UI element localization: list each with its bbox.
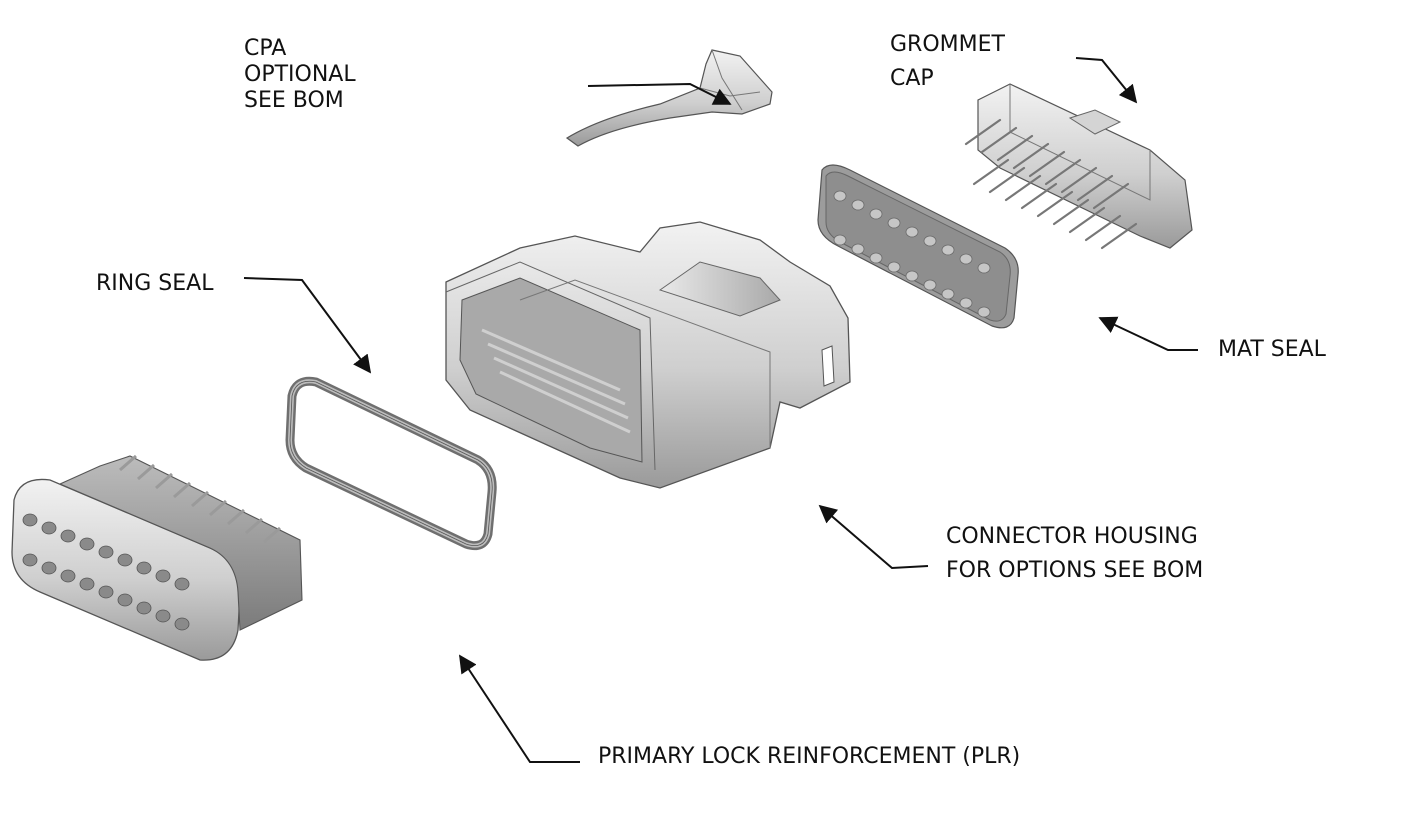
cpa-leader-arrow [587, 82, 732, 105]
grommet-pin [1036, 190, 1074, 218]
mat-seal-hole [851, 199, 865, 211]
plr-cavity [22, 513, 38, 527]
mat-seal-hole [887, 261, 901, 273]
grommet-pin [1004, 174, 1042, 202]
mat-seal-hole [833, 234, 847, 246]
mat-seal-leader-arrow [1098, 316, 1198, 351]
cpa-label-line2: OPTIONAL [244, 62, 356, 87]
mat-seal-hole [923, 279, 937, 291]
plr-leader-arrow [459, 654, 580, 763]
cpa-label-line3: SEE BOM [244, 88, 344, 113]
grommet-cap-leader-arrow [1075, 57, 1138, 104]
grommet-pin [1076, 174, 1114, 202]
mat-seal-hole [905, 226, 919, 238]
grommet-pin [996, 134, 1034, 162]
plr-cavity [155, 569, 171, 583]
plr-cavity [79, 537, 95, 551]
grommet-cap-label-line1: GROMMET [890, 32, 1005, 57]
cpa-part [565, 49, 773, 147]
plr-cavity [117, 593, 133, 607]
plr-rib [155, 472, 173, 490]
mat-seal-label: MAT SEAL [1218, 337, 1326, 363]
plr-rib [263, 526, 281, 544]
cpa-label: CPA OPTIONAL SEE BOM [244, 36, 356, 114]
leader-lines [243, 57, 1198, 763]
mat-seal-hole [977, 262, 991, 274]
plr-cavity [155, 609, 171, 623]
mat-seal-hole [923, 235, 937, 247]
mat-seal-part [817, 164, 1019, 329]
mat-seal-hole [887, 217, 901, 229]
mat-seal-hole [941, 288, 955, 300]
plr-rib [173, 481, 191, 499]
plr-cavity [60, 569, 76, 583]
grommet-pin [988, 166, 1026, 194]
plr-label: PRIMARY LOCK REINFORCEMENT (PLR) [598, 744, 1020, 770]
grommet-pin [980, 126, 1018, 154]
grommet-pin [1100, 222, 1138, 250]
grommet-pin [1092, 182, 1130, 210]
plr-cavity [98, 585, 114, 599]
connector-housing-label: CONNECTOR HOUSING FOR OPTIONS SEE BOM [946, 520, 1203, 588]
grommet-pin [1020, 182, 1058, 210]
grommet-pin [1084, 214, 1122, 242]
plr-rib [245, 517, 263, 535]
connector-housing-label-line1: CONNECTOR HOUSING [946, 524, 1198, 549]
plr-label-line1: PRIMARY LOCK REINFORCEMENT (PLR) [598, 744, 1021, 769]
plr-cavity [117, 553, 133, 567]
mat-seal-label-line1: MAT SEAL [1218, 337, 1326, 362]
mat-seal-hole [833, 190, 847, 202]
plr-cavity [79, 577, 95, 591]
grommet-cap-label: GROMMET CAP [890, 28, 1005, 96]
ring-seal-part [285, 376, 497, 551]
grommet-pin [1052, 198, 1090, 226]
ring-seal-label: RING SEAL [96, 271, 213, 297]
grommet-pin [1068, 206, 1106, 234]
plr-cavity [60, 529, 76, 543]
plr-cavity [98, 545, 114, 559]
plr-rib [227, 508, 245, 526]
grommet-pin [1060, 166, 1098, 194]
connector-housing-label-line2: FOR OPTIONS SEE BOM [946, 558, 1204, 583]
grommet-pin [964, 118, 1002, 146]
plr-cavity [174, 617, 190, 631]
plr-cavity [174, 577, 190, 591]
plr-rib [209, 499, 227, 517]
mat-seal-hole [959, 253, 973, 265]
connector-housing-leader-arrow [818, 504, 929, 570]
ring-seal-leader-arrow [243, 277, 372, 374]
mat-seal-hole [851, 243, 865, 255]
grommet-cap-part [964, 83, 1193, 250]
connector-housing-part [445, 221, 851, 489]
mat-seal-hole [977, 306, 991, 318]
plr-part [11, 454, 303, 661]
plr-cavity [41, 561, 57, 575]
plr-cavity [136, 601, 152, 615]
mat-seal-hole [905, 270, 919, 282]
plr-rib [119, 454, 137, 472]
grommet-cap-label-line2: CAP [890, 66, 934, 91]
mat-seal-hole [941, 244, 955, 256]
mat-seal-hole [869, 252, 883, 264]
plr-cavity [41, 521, 57, 535]
ring-seal-label-line1: RING SEAL [96, 271, 214, 296]
plr-cavity [22, 553, 38, 567]
cpa-label-line1: CPA [244, 36, 287, 61]
grommet-pin [1028, 150, 1066, 178]
grommet-pin [1012, 142, 1050, 170]
grommet-pin [1044, 158, 1082, 186]
mat-seal-hole [869, 208, 883, 220]
mat-seal-hole [959, 297, 973, 309]
plr-rib [191, 490, 209, 508]
plr-rib [137, 463, 155, 481]
plr-cavity [136, 561, 152, 575]
grommet-pin [972, 158, 1010, 186]
